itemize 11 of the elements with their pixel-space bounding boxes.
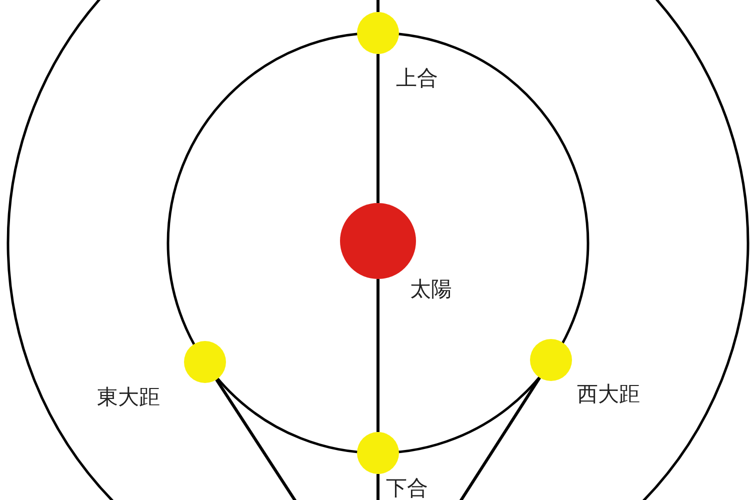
sight-line bbox=[376, 0, 380, 12]
position-label: 西大距 bbox=[577, 384, 640, 405]
sight-line bbox=[376, 474, 380, 500]
position-label: 下合 bbox=[386, 478, 428, 499]
position-label: 上合 bbox=[396, 68, 438, 89]
sight-line bbox=[215, 378, 300, 500]
position-label: 東大距 bbox=[97, 387, 160, 408]
sight-line bbox=[456, 376, 541, 500]
sight-line bbox=[376, 54, 380, 203]
sight-line bbox=[376, 279, 380, 432]
position-label: 太陽 bbox=[410, 279, 452, 300]
